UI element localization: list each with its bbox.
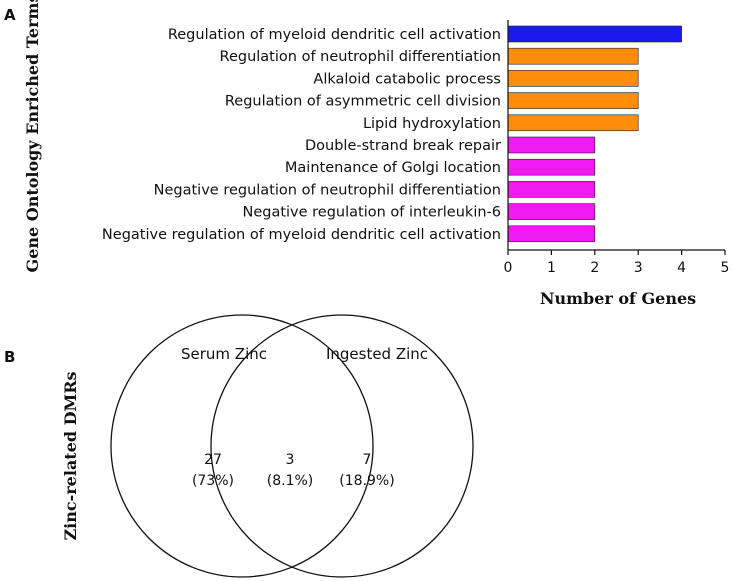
- bar-0: [507, 25, 682, 43]
- bar-x-axis-title: Number of Genes: [540, 289, 696, 308]
- bar-category-label-7: Negative regulation of neutrophil differ…: [154, 182, 501, 198]
- bar-chart: Regulation of myeloid dendritic cell act…: [102, 20, 730, 276]
- venn-circle-serum-zinc: [110, 314, 374, 578]
- bar-x-tick-label-2: 2: [590, 260, 599, 276]
- bar-category-label-6: Maintenance of Golgi location: [285, 160, 501, 176]
- panel-b-label: B: [4, 348, 15, 366]
- bar-y-axis-title: Gene Ontology Enriched Terms: [23, 0, 42, 272]
- venn-set-label-serum-zinc: Serum Zinc: [181, 345, 267, 363]
- bar-8: [507, 203, 596, 220]
- venn-ingested-only-count: 7: [363, 452, 372, 468]
- venn-intersection-percent: (8.1%): [267, 473, 314, 489]
- venn-set-label-ingested-zinc: Ingested Zinc: [326, 345, 428, 363]
- bar-category-label-8: Negative regulation of interleukin-6: [242, 205, 501, 221]
- venn-intersection-count: 3: [286, 452, 295, 468]
- venn-serum-only-count: 27: [204, 452, 222, 468]
- bar-category-label-1: Regulation of neutrophil differentiation: [220, 49, 501, 65]
- bar-9: [507, 225, 596, 243]
- bar-4: [507, 114, 639, 132]
- venn-serum-only-percent: (73%): [192, 473, 234, 489]
- bar-x-tick-label-5: 5: [721, 260, 730, 276]
- bar-5: [507, 136, 596, 154]
- bar-x-tick-label-0: 0: [504, 260, 513, 276]
- bar-6: [507, 158, 596, 176]
- venn-ingested-only-percent: (18.9%): [339, 473, 394, 489]
- bar-1: [507, 47, 639, 65]
- bar-category-label-0: Regulation of myeloid dendritic cell act…: [168, 27, 501, 43]
- bar-category-label-5: Double-strand break repair: [305, 138, 501, 154]
- bar-x-tick-label-4: 4: [677, 260, 686, 276]
- bar-3: [507, 92, 639, 109]
- bar-category-label-3: Regulation of asymmetric cell division: [225, 94, 501, 110]
- venn-circle-ingested-zinc: [210, 314, 474, 578]
- panel-a-label: A: [4, 6, 16, 24]
- bar-category-label-4: Lipid hydroxylation: [363, 116, 501, 132]
- bar-category-label-9: Negative regulation of myeloid dendritic…: [102, 227, 501, 243]
- venn-y-axis-title: Zinc-related DMRs: [61, 371, 80, 540]
- bar-category-label-2: Alkaloid catabolic process: [313, 71, 501, 87]
- bar-7: [507, 181, 596, 198]
- bar-x-tick-label-3: 3: [634, 260, 643, 276]
- bar-x-tick-label-1: 1: [547, 260, 556, 276]
- bar-2: [507, 70, 639, 87]
